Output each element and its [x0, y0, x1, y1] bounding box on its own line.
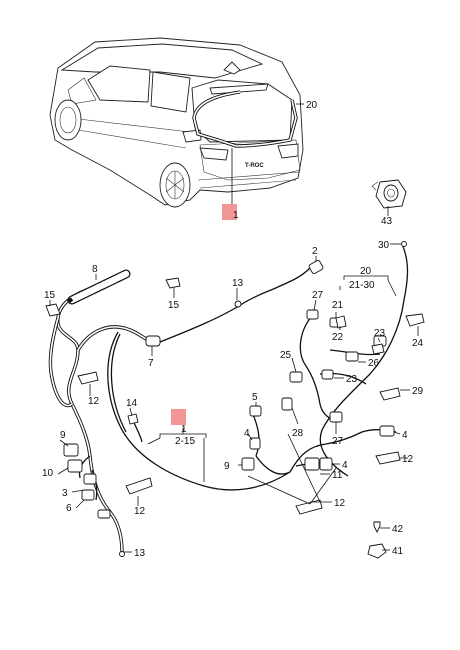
highlight-marker-harness	[171, 409, 186, 425]
marker-label-car: 1	[233, 210, 239, 221]
leader-lines	[49, 103, 419, 553]
callout-11: 11	[332, 470, 343, 481]
callout-2: 2	[312, 246, 318, 257]
callout-20-bracket: 20	[360, 266, 372, 277]
connectors	[45, 241, 425, 559]
callout-4-right: 4	[402, 430, 408, 441]
callout-21-30-range: 21-30	[349, 280, 375, 291]
car-illustration: T-ROC	[49, 37, 304, 208]
callout-12-bottom: 12	[334, 498, 346, 509]
callout-14: 14	[126, 398, 138, 409]
callout-22: 22	[332, 332, 344, 343]
callout-8-tube: 8	[92, 264, 98, 275]
callout-23-lower: 23	[346, 374, 358, 385]
callout-21: 21	[332, 300, 344, 311]
callout-2-15-range: 2-15	[175, 436, 195, 447]
callout-9-left: 9	[60, 430, 66, 441]
callout-15-left: 15	[44, 290, 56, 301]
callout-3: 3	[62, 488, 68, 499]
callout-28: 28	[292, 428, 304, 439]
callout-30: 30	[378, 240, 390, 251]
callout-9-center: 9	[224, 461, 230, 472]
callout-15-center: 15	[168, 300, 180, 311]
callout-13-top: 13	[232, 278, 244, 289]
callout-12-left: 12	[88, 396, 100, 407]
grommet-43	[371, 179, 407, 209]
callout-24: 24	[412, 338, 424, 349]
callout-numbers: 20 43 30 2 8 13 15 15 20 21-30 27 21 22 …	[42, 100, 424, 559]
tailgate-badge-text: T-ROC	[245, 163, 264, 169]
callout-4-center: 4	[244, 428, 250, 439]
callout-43-grommet: 43	[381, 216, 393, 227]
callout-27-lower: 27	[332, 436, 344, 447]
callout-5: 5	[252, 392, 258, 403]
corrugated-tube-8	[66, 269, 131, 305]
highlight-marker-car	[222, 204, 237, 220]
callout-6: 6	[66, 503, 72, 514]
callout-12-lower-left: 12	[134, 506, 146, 517]
callout-29: 29	[412, 386, 424, 397]
callout-26: 26	[368, 358, 380, 369]
callout-4-lower: 4	[342, 460, 348, 471]
callout-10: 10	[42, 468, 54, 479]
callout-20-tailgate-harness: 20	[306, 100, 318, 111]
callout-12-right: 12	[402, 454, 414, 465]
callout-42-screw: 42	[392, 524, 404, 535]
callout-23-upper: 23	[374, 328, 386, 339]
callout-7-grommet: 7	[148, 358, 154, 369]
callout-13-bottom: 13	[134, 548, 146, 559]
marker-label-harness: 1	[181, 424, 187, 435]
callout-41-grommet: 41	[392, 546, 404, 557]
callout-25: 25	[280, 350, 292, 361]
callout-27-top: 27	[312, 290, 324, 301]
